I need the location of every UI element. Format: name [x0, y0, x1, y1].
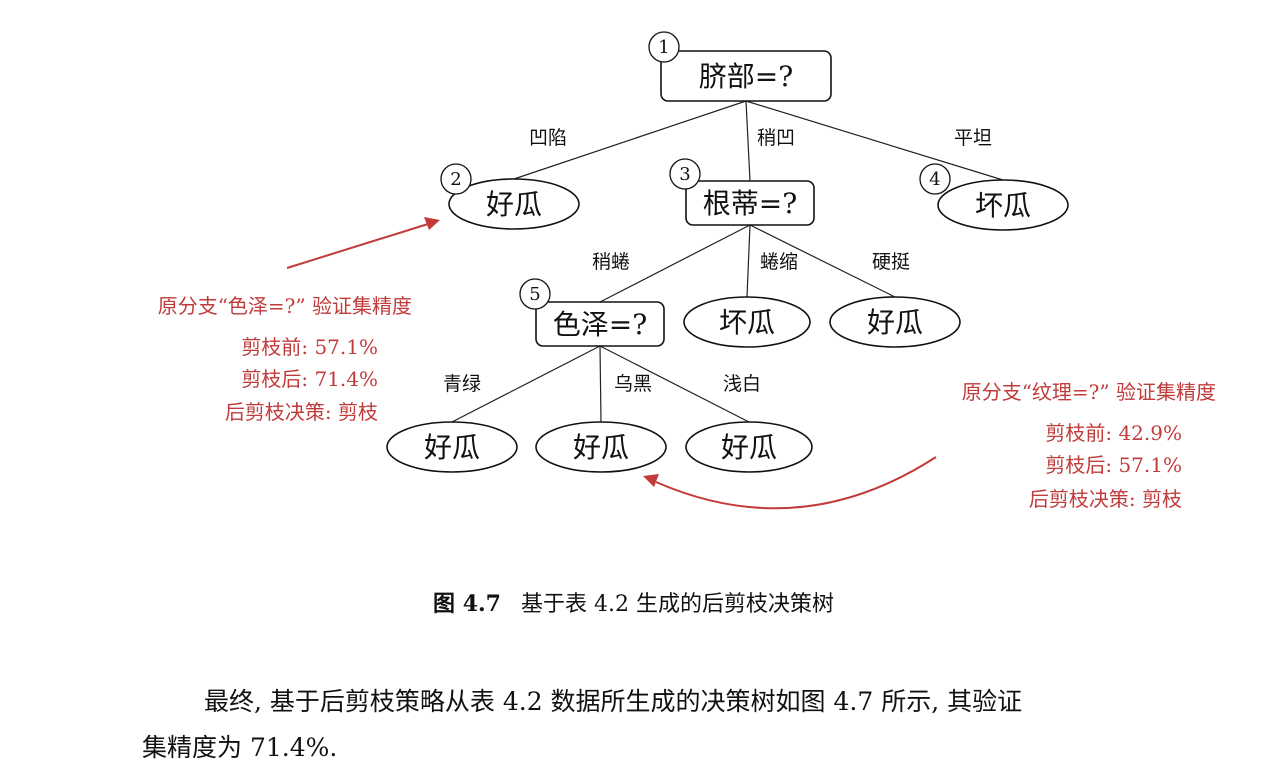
- pointer-arrow-right: [655, 456, 937, 510]
- node-label: 好瓜: [721, 431, 777, 464]
- node-label: 坏瓜: [975, 189, 1031, 222]
- tree-edge: [745, 100, 751, 182]
- node-number: 3: [679, 164, 690, 185]
- edge-label: 稍凹: [757, 127, 795, 149]
- leaf-node-ellipse: [448, 178, 580, 230]
- edge-label: 凹陷: [529, 127, 567, 149]
- tree-edge: [745, 100, 1004, 181]
- leaf-node: 好瓜 2: [440, 163, 580, 230]
- edge-label: 平坦: [954, 127, 992, 149]
- node-number-circle: [648, 31, 680, 63]
- node-label: 色泽=?: [553, 308, 647, 341]
- pruning-note-line: 后剪枝决策: 剪枝: [1029, 487, 1182, 511]
- leaf-node-ellipse: [937, 179, 1069, 231]
- body-paragraph-line-2: 集精度为 71.4%.: [142, 733, 338, 762]
- edge-label: 青绿: [443, 373, 481, 395]
- decision-node-box: [660, 50, 832, 102]
- pruning-note-line: 剪枝后: 57.1%: [1045, 453, 1182, 477]
- pointer-arrow-left: [286, 223, 429, 269]
- node-label: 坏瓜: [719, 306, 775, 339]
- decision-node-box: [685, 180, 815, 226]
- leaf-node-ellipse: [683, 296, 811, 348]
- node-number: 2: [450, 169, 461, 190]
- tree-edge: [749, 224, 896, 298]
- decision-node: 色泽=? 5: [519, 278, 665, 347]
- tree-edge: [451, 345, 601, 423]
- node-number: 4: [929, 169, 940, 190]
- pruning-note-line: 原分支“纹理=?” 验证集精度: [962, 380, 1216, 404]
- pruning-note-line: 后剪枝决策: 剪枝: [225, 400, 378, 424]
- arrowhead-left: [424, 217, 440, 230]
- decision-node: 脐部=? 1: [648, 31, 832, 102]
- node-label: 好瓜: [867, 306, 923, 339]
- node-label: 好瓜: [486, 188, 542, 221]
- figure-caption-text: 基于表 4.2 生成的后剪枝决策树: [520, 592, 834, 617]
- pruning-note-line: 剪枝前: 42.9%: [1045, 421, 1182, 445]
- decision-node: 根蒂=? 3: [669, 158, 815, 226]
- leaf-node: 好瓜: [535, 421, 667, 473]
- node-number-circle: [919, 163, 951, 195]
- node-label: 根蒂=?: [703, 187, 797, 220]
- body-paragraph-line-1: 最终, 基于后剪枝策略从表 4.2 数据所生成的决策树如图 4.7 所示, 其验…: [204, 687, 1023, 716]
- leaf-node: 好瓜: [685, 421, 813, 473]
- pruning-note-line: 剪枝前: 57.1%: [241, 335, 378, 359]
- edge-label: 乌黑: [614, 373, 652, 395]
- node-label: 好瓜: [424, 431, 480, 464]
- leaf-node: 好瓜: [829, 296, 961, 348]
- edge-label: 浅白: [723, 373, 761, 395]
- edge-label: 硬挺: [872, 251, 910, 273]
- figure-number: 图 4.7: [433, 591, 501, 617]
- tree-edge: [599, 345, 750, 423]
- leaf-node-ellipse: [386, 421, 518, 473]
- leaf-node-ellipse: [535, 421, 667, 473]
- arrowhead-right: [643, 474, 659, 487]
- leaf-node-ellipse: [685, 421, 813, 473]
- node-number-circle: [669, 158, 701, 190]
- tree-edge: [746, 224, 751, 298]
- edge-label: 稍蜷: [592, 251, 630, 273]
- tree-edge: [599, 224, 751, 303]
- node-number-circle: [519, 278, 551, 310]
- figure-caption: 图 4.7 基于表 4.2 生成的后剪枝决策树: [0, 586, 1267, 618]
- node-number: 5: [529, 284, 540, 305]
- edge-label: 蜷缩: [760, 251, 798, 273]
- leaf-node: 坏瓜 4: [919, 163, 1069, 231]
- node-number: 1: [658, 37, 669, 58]
- leaf-node: 坏瓜: [683, 296, 811, 348]
- node-label: 脐部=?: [699, 60, 793, 93]
- node-label: 好瓜: [573, 431, 629, 464]
- pruning-note-line: 原分支“色泽=?” 验证集精度: [158, 294, 412, 318]
- node-number-circle: [440, 163, 472, 195]
- pruning-note-line: 剪枝后: 71.4%: [241, 367, 378, 391]
- leaf-node-ellipse: [829, 296, 961, 348]
- leaf-node: 好瓜: [386, 421, 518, 473]
- decision-node-box: [535, 301, 665, 347]
- tree-edge: [513, 100, 747, 180]
- tree-edge: [599, 345, 602, 423]
